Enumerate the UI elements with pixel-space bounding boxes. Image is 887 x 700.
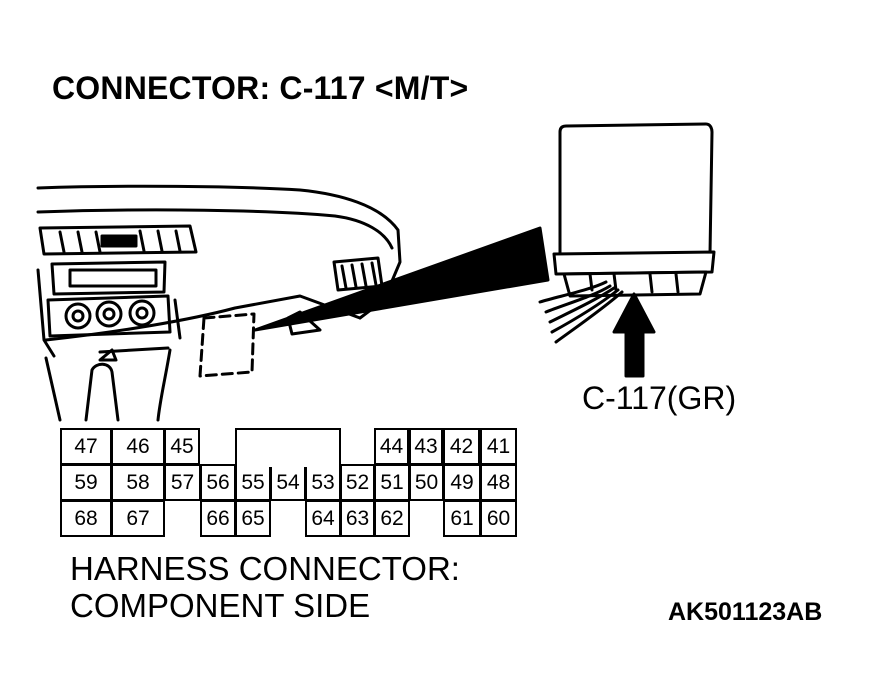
connector-pin: 52 [340, 464, 375, 501]
connector-pin: 50 [409, 464, 444, 501]
connector-pin: 58 [111, 464, 165, 501]
caption: HARNESS CONNECTOR: COMPONENT SIDE [70, 550, 460, 624]
connector-pin: 47 [60, 428, 112, 465]
connector-pin: 67 [111, 500, 165, 537]
connector-pin: 59 [60, 464, 112, 501]
center-vents [38, 224, 198, 256]
connector-pin: 62 [374, 500, 410, 537]
connector-pin: 44 [374, 428, 409, 465]
connector-pin: 48 [480, 464, 517, 501]
audio-unit [50, 260, 167, 296]
dashboard-outline [36, 184, 402, 320]
connector-pin: 61 [443, 500, 481, 537]
connector-pin: 55 [235, 464, 271, 501]
wire-harness [538, 280, 624, 344]
figure-code: AK501123AB [668, 598, 823, 626]
connector-pin: 49 [443, 464, 481, 501]
climate-panel [46, 294, 172, 338]
callout-arrow [612, 292, 656, 378]
connector-pin: 66 [200, 500, 236, 537]
caption-line-2: COMPONENT SIDE [70, 587, 371, 624]
caption-line-1: HARNESS CONNECTOR: [70, 550, 460, 587]
connector-pin: 56 [200, 464, 236, 501]
location-marker [198, 312, 256, 378]
connector-pin: 53 [305, 464, 341, 501]
connector-pin: 57 [164, 464, 201, 501]
connector-pin: 43 [409, 428, 443, 465]
pointer-wedge [253, 226, 550, 332]
connector-pin: 60 [480, 500, 517, 537]
shifter [84, 362, 120, 422]
connector-pin: 54 [270, 464, 306, 501]
connector-pin: 46 [111, 428, 165, 465]
connector-pin: 41 [480, 428, 517, 465]
page-title: CONNECTOR: C-117 <M/T> [52, 70, 469, 106]
connector-pin: 45 [164, 428, 200, 465]
connector-callout-label: C-117(GR) [582, 380, 737, 416]
dashboard-inner-line [36, 208, 394, 250]
connector-pin: 68 [60, 500, 112, 537]
connector-pin: 64 [305, 500, 341, 537]
connector-pin: 65 [235, 500, 271, 537]
connector-pin: 42 [443, 428, 480, 465]
connector-pin: 51 [374, 464, 410, 501]
connector-pin: 63 [340, 500, 375, 537]
connector-key-block [235, 428, 341, 467]
